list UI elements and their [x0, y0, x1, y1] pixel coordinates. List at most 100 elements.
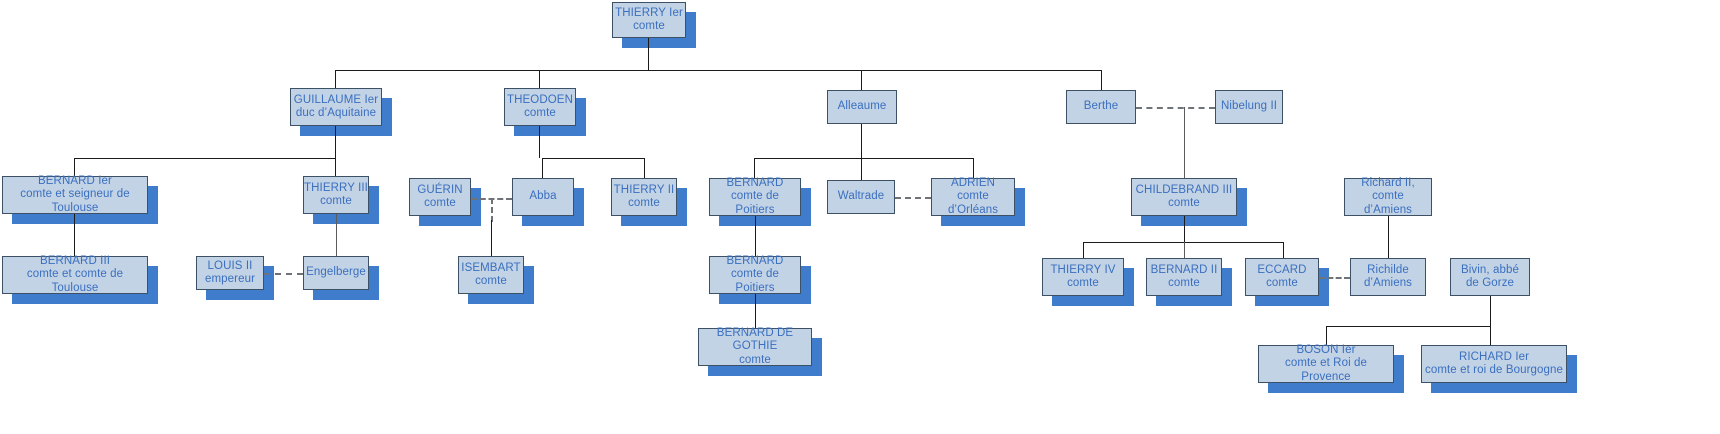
edge-childebrand3-bus	[1083, 242, 1283, 243]
person-title: comte	[1266, 277, 1298, 289]
edge-bus-to-alleaume	[861, 70, 862, 90]
person-node-berthe[interactable]: Berthe	[1066, 90, 1136, 124]
edge-marriage-to-isembart	[491, 220, 492, 256]
person-name: ECCARD	[1257, 263, 1307, 276]
person-node-nibelung2[interactable]: Nibelung II	[1215, 90, 1283, 124]
edge-bus-to-eccard	[1283, 242, 1284, 258]
person-title: d’Amiens	[1363, 277, 1413, 289]
person-node-alleaume[interactable]: Alleaume	[827, 90, 897, 124]
person-name: Alleaume	[837, 100, 887, 113]
person-node-engelberge[interactable]: Engelberge	[303, 256, 369, 290]
person-title: comte	[1168, 197, 1200, 209]
person-title: comte et seigneur de Toulouse	[20, 188, 130, 214]
person-name: THIERRY IV	[1050, 263, 1116, 276]
person-name: Engelberge	[306, 266, 366, 279]
edge-bus-to-thierry4	[1083, 242, 1084, 258]
person-name: Richard II, comte	[1361, 176, 1415, 203]
person-name: BERNARD	[726, 254, 784, 267]
person-name: THIERRY Ier	[615, 6, 683, 19]
person-name: Berthe	[1083, 100, 1119, 113]
edge-alleaume-down	[861, 124, 862, 158]
edge-theodoen-down	[539, 126, 540, 158]
person-title: comte	[424, 197, 456, 209]
edge-bus-to-bernard2	[1184, 242, 1185, 258]
edge-bus-to-guillaume1	[335, 70, 336, 88]
edge-marriage-drop-isembart	[491, 198, 493, 222]
person-title: comte	[739, 353, 771, 366]
edge-guillaume1-down	[335, 126, 336, 158]
edge-bus-to-waltrade	[861, 158, 862, 180]
edge-bernardpoit-to-bernardpoit2	[755, 216, 756, 256]
edge-louis2-marriage-engelberge	[264, 273, 303, 275]
person-name: BERNARD DE GOTHIE	[716, 326, 794, 353]
edge-bus-to-berthe	[1101, 70, 1102, 90]
person-name: ADRIEN	[950, 176, 996, 189]
person-name: BERNARD Ier	[38, 174, 112, 187]
edge-bus-to-abba	[542, 158, 543, 178]
edge-gen1-bus	[335, 70, 1101, 71]
edge-bus-to-bernardpoit	[754, 158, 755, 178]
edge-bivin-down	[1490, 296, 1491, 326]
edge-childebrand3-down	[1184, 216, 1185, 242]
person-title: duc d’Aquitaine	[295, 107, 377, 119]
person-name: THEODOEN	[507, 93, 573, 106]
edge-bernardpoit2-to-bernardgothie	[755, 294, 756, 328]
person-title: d’Amiens	[1363, 203, 1413, 216]
edge-thierry3-to-engelberge	[336, 214, 337, 256]
person-name: Nibelung II	[1220, 100, 1278, 113]
edge-eccard-marriage-richilde	[1319, 277, 1350, 279]
person-name: Richilde	[1367, 263, 1409, 276]
edge-bus-to-thierry3	[335, 158, 336, 176]
person-name: BERNARD II	[1150, 263, 1218, 276]
edge-richard2-down	[1388, 216, 1389, 242]
edge-bus-to-boson1	[1326, 326, 1327, 345]
edge-alleaume-bus	[754, 158, 973, 159]
person-title: comte	[524, 107, 556, 119]
edge-waltrade-marriage-adrien	[895, 197, 931, 199]
edge-berthe-marriage-nibelung2	[1136, 107, 1215, 109]
person-title: comte d’Orléans	[947, 190, 999, 216]
person-title: comte de Poitiers	[730, 190, 780, 216]
edge-bus-to-bernard1	[74, 158, 75, 176]
edge-thierry1-down	[648, 38, 649, 70]
edge-bernard1-to-bernard3	[74, 214, 75, 256]
person-node-abba[interactable]: Abba	[512, 178, 574, 216]
person-name: Abba	[529, 190, 557, 203]
person-title: comte	[633, 20, 665, 32]
person-name: GUILLAUME Ier	[293, 93, 379, 106]
edge-bivin-bus	[1326, 326, 1491, 327]
person-title: empereur	[204, 273, 256, 285]
edge-marriage-to-childebrand3	[1184, 107, 1185, 178]
person-title: comte	[1067, 277, 1099, 289]
edge-bus-to-theodoen	[539, 70, 540, 88]
person-name: BOSON Ier	[1296, 343, 1356, 356]
person-title: comte	[475, 275, 507, 287]
person-node-waltrade[interactable]: Waltrade	[827, 180, 895, 214]
person-name: THIERRY III	[304, 181, 368, 194]
person-name: Bivin, abbé	[1461, 263, 1519, 276]
person-name: BERNARD III	[39, 254, 111, 267]
